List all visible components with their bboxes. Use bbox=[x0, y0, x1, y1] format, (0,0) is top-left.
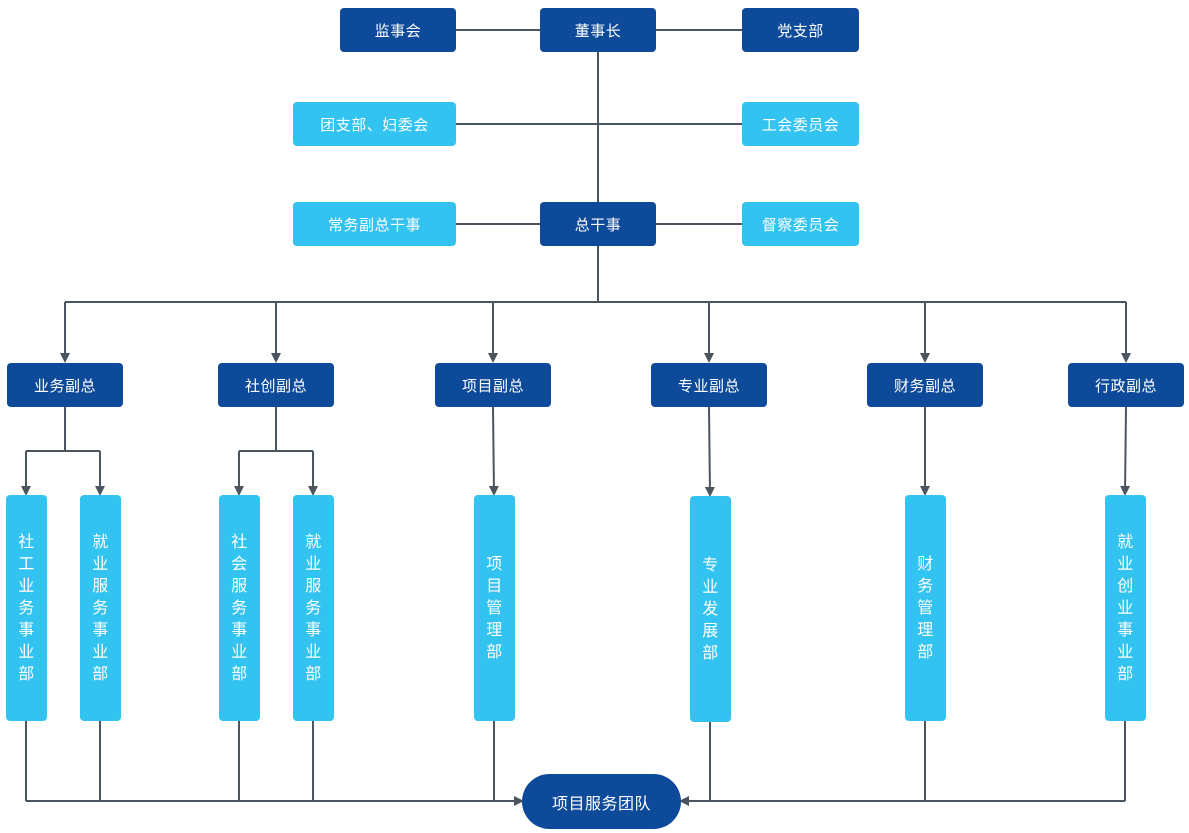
department-label-char: 服 bbox=[305, 576, 322, 595]
department-label-char: 社 bbox=[231, 532, 248, 551]
department-label-char: 务 bbox=[917, 576, 934, 595]
department-label-char: 事 bbox=[305, 620, 322, 639]
department-label-char: 部 bbox=[486, 642, 503, 661]
department-label-char: 业 bbox=[92, 642, 109, 661]
department-label-char: 展 bbox=[702, 621, 719, 640]
department-node: 社会服务事业部 bbox=[219, 495, 260, 721]
party-branch-node: 党支部 bbox=[742, 8, 859, 52]
department-label-char: 工 bbox=[18, 554, 35, 573]
department-label-char: 发 bbox=[702, 599, 719, 618]
department-label: 就业服务事业部 bbox=[305, 531, 322, 685]
department-node: 就业服务事业部 bbox=[293, 495, 334, 721]
department-label: 社会服务事业部 bbox=[231, 531, 248, 685]
department-label-char: 管 bbox=[486, 598, 503, 617]
department-label-char: 务 bbox=[18, 598, 35, 617]
department-label-char: 事 bbox=[231, 620, 248, 639]
department-label-char: 业 bbox=[702, 577, 719, 596]
department-label-char: 目 bbox=[486, 576, 503, 595]
department-node: 项目管理部 bbox=[474, 495, 515, 721]
deputy-label: 专业副总 bbox=[677, 376, 740, 395]
department-label-char: 业 bbox=[305, 642, 322, 661]
department-label: 财务管理部 bbox=[917, 553, 934, 663]
department-label: 就业服务事业部 bbox=[92, 531, 109, 685]
deputy-label: 社创副总 bbox=[244, 376, 307, 395]
department-label-char: 创 bbox=[1117, 576, 1134, 595]
department-label-char: 专 bbox=[702, 555, 719, 574]
department-label-char: 业 bbox=[92, 554, 109, 573]
youth-women-committee-node: 团支部、妇委会 bbox=[293, 102, 456, 146]
exec-deputy-node: 常务副总干事 bbox=[293, 202, 456, 246]
director-general-label: 总干事 bbox=[574, 215, 622, 234]
union-committee-node: 工会委员会 bbox=[742, 102, 859, 146]
chairman-label: 董事长 bbox=[574, 21, 622, 40]
deputy-label: 财务副总 bbox=[893, 376, 956, 395]
youth-women-committee-label: 团支部、妇委会 bbox=[320, 115, 429, 134]
supervisory-board-node: 监事会 bbox=[340, 8, 456, 52]
deputy-node-finance: 财务副总 bbox=[867, 363, 983, 407]
department-label-char: 理 bbox=[486, 620, 503, 639]
deputy-node-social-innovation: 社创副总 bbox=[218, 363, 334, 407]
department-label-char: 财 bbox=[917, 554, 934, 573]
department-node: 社工业务事业部 bbox=[6, 495, 47, 721]
department-label-char: 业 bbox=[231, 642, 248, 661]
project-service-team-label: 项目服务团队 bbox=[551, 793, 651, 813]
department-label-char: 部 bbox=[92, 664, 109, 683]
department-label-char: 业 bbox=[1117, 598, 1134, 617]
department-node: 就业创业事业部 bbox=[1105, 495, 1146, 721]
department-node: 专业发展部 bbox=[690, 496, 731, 722]
deputy-node-admin: 行政副总 bbox=[1068, 363, 1184, 407]
department-label-char: 务 bbox=[305, 598, 322, 617]
department-label-char: 管 bbox=[917, 598, 934, 617]
department-label-char: 业 bbox=[1117, 642, 1134, 661]
department-label-char: 会 bbox=[231, 554, 248, 573]
department-label-char: 部 bbox=[917, 642, 934, 661]
department-label-char: 务 bbox=[92, 598, 109, 617]
deputy-label: 项目副总 bbox=[461, 376, 524, 395]
department-label-char: 业 bbox=[1117, 554, 1134, 573]
supervisory-board-label: 监事会 bbox=[374, 21, 422, 40]
department-label-char: 部 bbox=[18, 664, 35, 683]
department-label-char: 事 bbox=[18, 620, 35, 639]
department-label-char: 服 bbox=[92, 576, 109, 595]
oversight-committee-node: 督察委员会 bbox=[742, 202, 859, 246]
department-label-char: 服 bbox=[231, 576, 248, 595]
department-label-char: 部 bbox=[702, 643, 719, 662]
department-label-char: 事 bbox=[92, 620, 109, 639]
deputy-node-projects: 项目副总 bbox=[435, 363, 551, 407]
department-label-char: 事 bbox=[1117, 620, 1134, 639]
department-label: 项目管理部 bbox=[486, 553, 503, 663]
department-node: 财务管理部 bbox=[905, 495, 946, 721]
department-label-char: 部 bbox=[231, 664, 248, 683]
deputy-node-professional: 专业副总 bbox=[651, 363, 767, 407]
deputy-label: 行政副总 bbox=[1094, 376, 1157, 395]
department-label-char: 项 bbox=[486, 554, 503, 573]
department-label-char: 务 bbox=[231, 598, 248, 617]
party-branch-label: 党支部 bbox=[777, 21, 824, 40]
department-node: 就业服务事业部 bbox=[80, 495, 121, 721]
oversight-committee-label: 督察委员会 bbox=[761, 215, 840, 234]
department-label-char: 理 bbox=[917, 620, 934, 639]
department-label-char: 就 bbox=[92, 532, 109, 551]
department-label: 就业创业事业部 bbox=[1117, 531, 1134, 685]
exec-deputy-label: 常务副总干事 bbox=[327, 215, 421, 234]
department-label-char: 就 bbox=[1117, 532, 1134, 551]
project-service-team-node: 项目服务团队 bbox=[522, 774, 681, 829]
department-label-char: 业 bbox=[305, 554, 322, 573]
department-label: 社工业务事业部 bbox=[18, 531, 35, 685]
union-committee-label: 工会委员会 bbox=[761, 115, 840, 134]
chairman-node: 董事长 bbox=[540, 8, 656, 52]
director-general-node: 总干事 bbox=[540, 202, 656, 246]
deputy-node-business: 业务副总 bbox=[7, 363, 123, 407]
deputy-label: 业务副总 bbox=[33, 376, 96, 395]
department-label-char: 就 bbox=[305, 532, 322, 551]
department-label-char: 社 bbox=[18, 532, 35, 551]
department-label: 专业发展部 bbox=[702, 554, 719, 664]
department-label-char: 业 bbox=[18, 642, 35, 661]
department-label-char: 业 bbox=[18, 576, 35, 595]
department-label-char: 部 bbox=[305, 664, 322, 683]
department-label-char: 部 bbox=[1117, 664, 1134, 683]
